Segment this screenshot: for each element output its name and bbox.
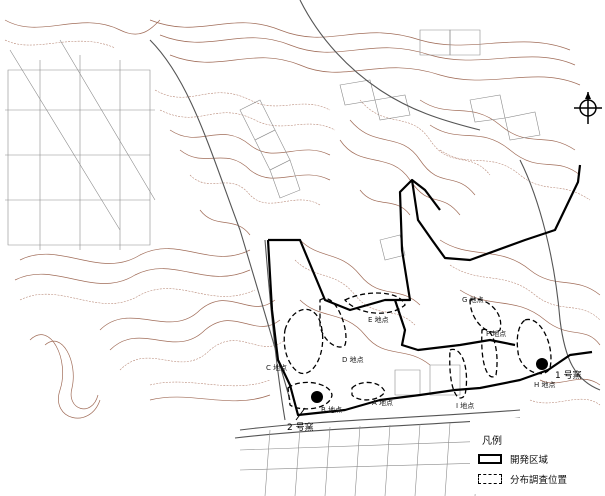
point-labels: A 地点 B 地点 C 地点 D 地点 E 地点 F 地点 G 地点 H 地点 … bbox=[266, 295, 582, 433]
kiln-1-marker bbox=[536, 358, 548, 370]
survey-area-b bbox=[287, 381, 333, 410]
legend-row-development: 開発区域 bbox=[478, 452, 548, 466]
survey-locations bbox=[283, 292, 552, 410]
label-point-f: F 地点 bbox=[486, 329, 506, 338]
terraced-parcels bbox=[239, 29, 541, 261]
legend-title: 凡例 bbox=[482, 436, 502, 447]
map-legend: 凡例 開発区域 分布調査位置 bbox=[470, 418, 603, 494]
label-point-b: B 地点 bbox=[321, 405, 342, 414]
label-kiln-1: 1 号窯 bbox=[555, 369, 582, 381]
survey-location-swatch-icon bbox=[478, 474, 502, 484]
kiln-markers bbox=[311, 358, 548, 403]
label-point-e: E 地点 bbox=[368, 315, 389, 324]
contour-lines bbox=[4, 19, 601, 419]
legend-label-development: 開発区域 bbox=[510, 455, 549, 466]
survey-area-i bbox=[449, 348, 468, 399]
survey-area-c bbox=[283, 308, 324, 375]
survey-area-f bbox=[481, 328, 498, 378]
development-area-swatch-icon bbox=[478, 454, 502, 464]
label-point-i: I 地点 bbox=[456, 401, 474, 410]
label-point-d: D 地点 bbox=[342, 355, 364, 364]
development-area-boundary bbox=[266, 164, 593, 417]
survey-area-g bbox=[469, 298, 502, 333]
survey-area-d bbox=[319, 297, 347, 348]
survey-area-e bbox=[343, 292, 406, 314]
label-kiln-2: 2 号窯 bbox=[287, 421, 314, 433]
label-point-g: G 地点 bbox=[462, 295, 484, 304]
roads bbox=[149, 0, 601, 421]
north-arrow-icon bbox=[574, 92, 602, 124]
kiln-2-marker bbox=[311, 391, 323, 403]
label-point-c: C 地点 bbox=[266, 363, 287, 372]
survey-area-a bbox=[351, 381, 386, 401]
legend-label-survey: 分布調査位置 bbox=[510, 475, 568, 486]
paddy-field-grid bbox=[5, 39, 156, 250]
label-point-h: H 地点 bbox=[534, 380, 556, 389]
label-point-a: A 地点 bbox=[372, 398, 393, 407]
legend-row-survey: 分布調査位置 bbox=[478, 472, 567, 486]
